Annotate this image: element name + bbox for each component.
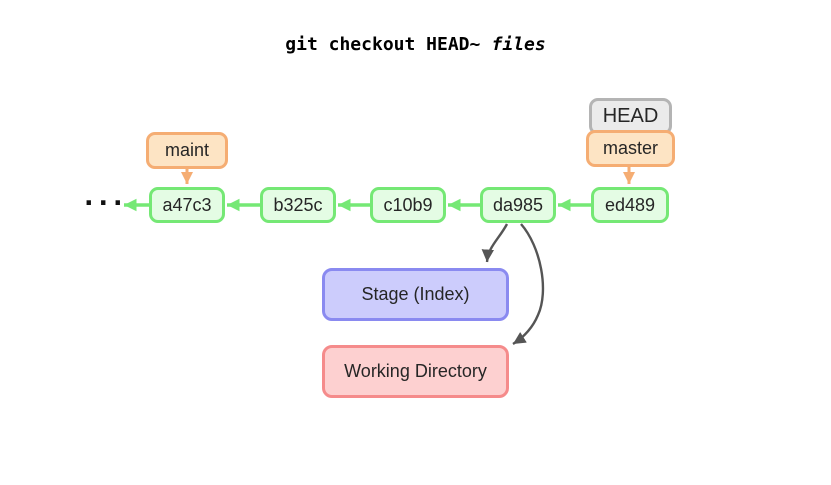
- commit-id: ed489: [604, 194, 656, 215]
- commit-node-ed489: ed489: [591, 187, 669, 223]
- working-directory-box: Working Directory: [322, 345, 509, 398]
- commit-node-b325c: b325c: [260, 187, 336, 223]
- head-badge: HEAD: [589, 98, 672, 135]
- title-filename: files: [491, 34, 546, 55]
- branch-badge-master: master: [586, 130, 675, 167]
- title-command: git checkout HEAD~: [285, 34, 481, 55]
- working-directory-box-label: Working Directory: [344, 361, 487, 381]
- branch-badge-maint-label: maint: [164, 140, 209, 160]
- commit-node-c10b9: c10b9: [370, 187, 446, 223]
- commit-id: a47c3: [162, 194, 212, 215]
- checkout-arrow-to-stage: [481, 223, 509, 263]
- commit-node-a47c3: a47c3: [149, 187, 225, 223]
- diagram-title: git checkout HEAD~ files: [0, 34, 831, 56]
- history-ellipsis: ...: [84, 182, 128, 211]
- head-badge-label: HEAD: [602, 105, 659, 127]
- stage-box: Stage (Index): [322, 268, 509, 321]
- checkout-arrow-to-working-directory: [512, 223, 545, 346]
- commit-id: da985: [492, 194, 544, 215]
- commit-id: c10b9: [383, 194, 433, 215]
- branch-badge-maint: maint: [146, 132, 228, 169]
- stage-box-label: Stage (Index): [361, 284, 470, 304]
- commit-id: b325c: [273, 194, 323, 215]
- branch-badge-master-label: master: [602, 138, 658, 158]
- commit-node-da985: da985: [480, 187, 556, 223]
